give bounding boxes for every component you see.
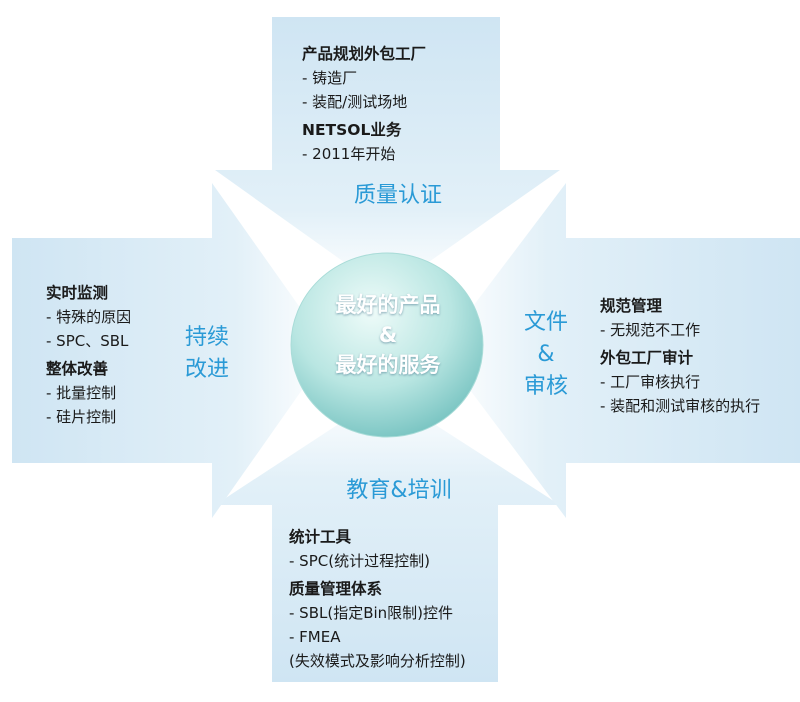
label-right-line-3: 审核 xyxy=(523,374,568,399)
top-item-3: - 2011年开始 xyxy=(302,145,396,163)
bottom-item-4: (失效模式及影响分析控制) xyxy=(289,652,466,670)
label-left-line-1: 持续 xyxy=(184,325,229,350)
center-line-1: 最好的产品 xyxy=(335,293,441,317)
panel-bottom: 统计工具 - SPC(统计过程控制) 质量管理体系 - SBL(指定Bin限制)… xyxy=(289,521,509,673)
right-item-1: - 无规范不工作 xyxy=(600,321,701,339)
label-left-line-2: 改进 xyxy=(184,357,229,382)
label-quality-certification: 质量认证 xyxy=(353,183,442,208)
bottom-item-2: - SBL(指定Bin限制)控件 xyxy=(289,604,454,622)
center-line-2: & xyxy=(378,323,398,347)
label-education-training: 教育&培训 xyxy=(346,478,452,503)
bottom-heading-1: 统计工具 xyxy=(289,528,352,546)
right-heading-1: 规范管理 xyxy=(600,297,663,315)
label-documents-audit: 文件 & 审核 xyxy=(510,307,582,403)
center-slogan: 最好的产品 & 最好的服务 xyxy=(298,290,478,380)
right-item-3: - 装配和测试审核的执行 xyxy=(600,397,761,415)
left-item-4: - 硅片控制 xyxy=(46,408,117,426)
label-right-line-2: & xyxy=(537,342,555,367)
left-heading-2: 整体改善 xyxy=(46,360,109,378)
panel-left: 实时监测 - 特殊的原因 - SPC、SBL 整体改善 - 批量控制 - 硅片控… xyxy=(46,277,186,429)
right-item-2: - 工厂审核执行 xyxy=(600,373,701,391)
left-item-3: - 批量控制 xyxy=(46,384,117,402)
arrow-bottom xyxy=(215,393,560,682)
right-heading-2: 外包工厂审计 xyxy=(600,349,694,367)
panel-right: 规范管理 - 无规范不工作 外包工厂审计 - 工厂审核执行 - 装配和测试审核的… xyxy=(600,290,800,418)
label-continuous-improvement: 持续 改进 xyxy=(172,322,242,386)
arrow-right xyxy=(440,183,800,518)
label-right-line-1: 文件 xyxy=(523,310,568,335)
top-heading-1: 产品规划外包工厂 xyxy=(302,45,427,63)
center-circle xyxy=(290,252,484,438)
bottom-item-1: - SPC(统计过程控制) xyxy=(289,552,430,570)
left-item-2: - SPC、SBL xyxy=(46,332,129,350)
top-item-1: - 铸造厂 xyxy=(302,69,358,87)
left-heading-1: 实时监测 xyxy=(46,284,109,302)
panel-top: 产品规划外包工厂 - 铸造厂 - 装配/测试场地 NETSOL业务 - 2011… xyxy=(302,38,502,166)
arrow-left xyxy=(12,183,330,518)
center-line-3: 最好的服务 xyxy=(335,353,441,377)
left-item-1: - 特殊的原因 xyxy=(46,308,132,326)
arrow-top xyxy=(215,17,560,292)
bottom-heading-2: 质量管理体系 xyxy=(289,580,383,598)
top-heading-2: NETSOL业务 xyxy=(302,121,402,139)
top-item-2: - 装配/测试场地 xyxy=(302,93,408,111)
bottom-item-3: - FMEA xyxy=(289,628,341,646)
